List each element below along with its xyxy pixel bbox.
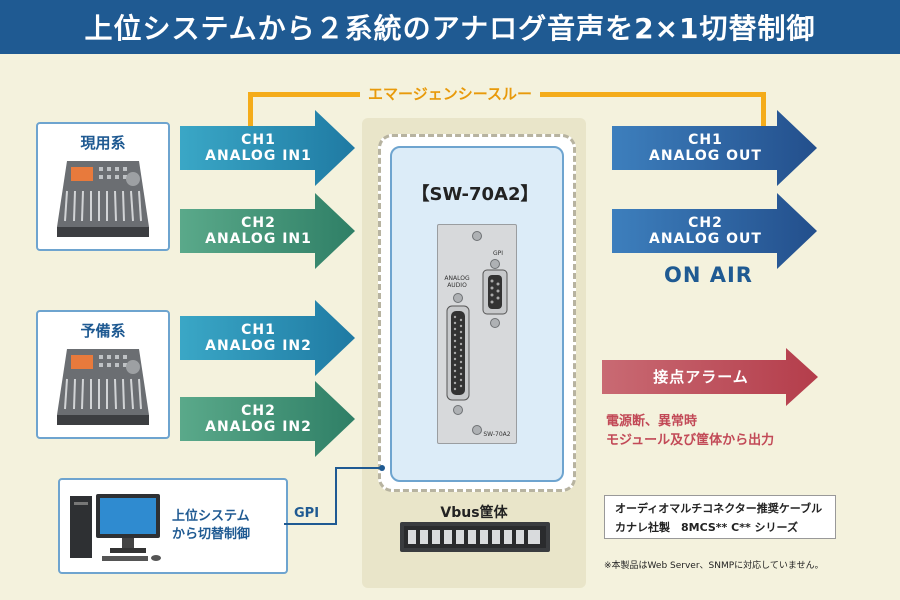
- emergency-thru-label: エマージェンシースルー: [360, 85, 540, 103]
- arrow-primary-ch1: CH1 ANALOG IN1: [180, 110, 355, 186]
- arrow-label: CH2 ANALOG IN2: [205, 403, 312, 435]
- arrow-backup-ch2: CH2 ANALOG IN2: [180, 381, 355, 457]
- backup-source-box: 予備系: [36, 310, 170, 439]
- alarm-description: 電源断、異常時 モジュール及び筐体から出力: [606, 414, 775, 448]
- arrow-alarm: 接点アラーム: [602, 348, 818, 406]
- arrow-label: CH1 ANALOG OUT: [649, 132, 762, 164]
- mixing-console-icon: [57, 161, 149, 237]
- arrow-shape: [180, 300, 355, 376]
- cable-recommendation: オーディオマルチコネクター推奨ケーブル カナレ社製 8MCS** C** シリー…: [604, 495, 836, 539]
- page-title: 上位システムから２系統のアナログ音声を2×1切替制御: [84, 12, 816, 45]
- screw-icon: [490, 259, 500, 269]
- arrow-backup-ch1: CH1 ANALOG IN2: [180, 300, 355, 376]
- screw-icon: [490, 318, 500, 328]
- panel-model-label: SW-70A2: [483, 431, 511, 438]
- db25-connector-icon: [446, 305, 470, 401]
- primary-label: 現用系: [80, 134, 126, 152]
- arrow-shape: [180, 193, 355, 269]
- screw-icon: [472, 425, 482, 435]
- host-system-box: 上位システム から切替制御: [58, 478, 288, 574]
- alarm-label: 接点アラーム: [653, 368, 749, 386]
- title-bar: 上位システムから２系統のアナログ音声を2×1切替制御: [0, 0, 900, 54]
- arrow-shape: [612, 110, 817, 186]
- vbus-chassis-icon: [400, 522, 550, 552]
- thru-label-wrap: エマージェンシースルー: [0, 83, 900, 104]
- footnote: ※本製品はWeb Server、SNMPに対応していません。: [604, 561, 824, 571]
- screw-icon: [472, 231, 482, 241]
- primary-source-box: 現用系: [36, 122, 170, 251]
- arrow-label: CH1 ANALOG IN1: [205, 132, 312, 164]
- host-label: 上位システム から切替制御: [172, 509, 251, 542]
- screw-icon: [453, 405, 463, 415]
- gpi-line: [284, 465, 385, 525]
- pc-icon: [70, 494, 161, 561]
- thru-line-left-vertical: [248, 94, 253, 130]
- arrow-primary-ch2: CH2 ANALOG IN1: [180, 193, 355, 269]
- arrow-shape: [180, 381, 355, 457]
- arrow-shape: [180, 110, 355, 186]
- arrow-label: CH2 ANALOG IN1: [205, 215, 312, 247]
- arrow-label: CH1 ANALOG IN2: [205, 322, 312, 354]
- arrow-shape: [612, 193, 817, 269]
- arrow-label: CH2 ANALOG OUT: [649, 215, 762, 247]
- mixing-console-icon: [57, 349, 149, 425]
- arrow-shape: [602, 348, 818, 406]
- module-panel: GPI ANALOG AUDIO SW-70A2: [437, 224, 517, 444]
- thru-line-right-vertical: [761, 94, 766, 130]
- gpi-port-label: GPI: [492, 250, 504, 257]
- vbus-label: Vbus筐体: [440, 505, 508, 521]
- db9-connector-icon: [482, 269, 508, 315]
- on-air-label: ON AIR: [664, 263, 753, 287]
- backup-label: 予備系: [80, 322, 126, 340]
- analog-port-label: ANALOG AUDIO: [444, 275, 470, 289]
- arrow-output-ch2: CH2 ANALOG OUT: [612, 193, 817, 269]
- gpi-link-label: GPI: [294, 506, 320, 521]
- screw-icon: [453, 293, 463, 303]
- model-label: 【SW-70A2】: [411, 184, 539, 205]
- arrow-output-ch1: CH1 ANALOG OUT: [612, 110, 817, 186]
